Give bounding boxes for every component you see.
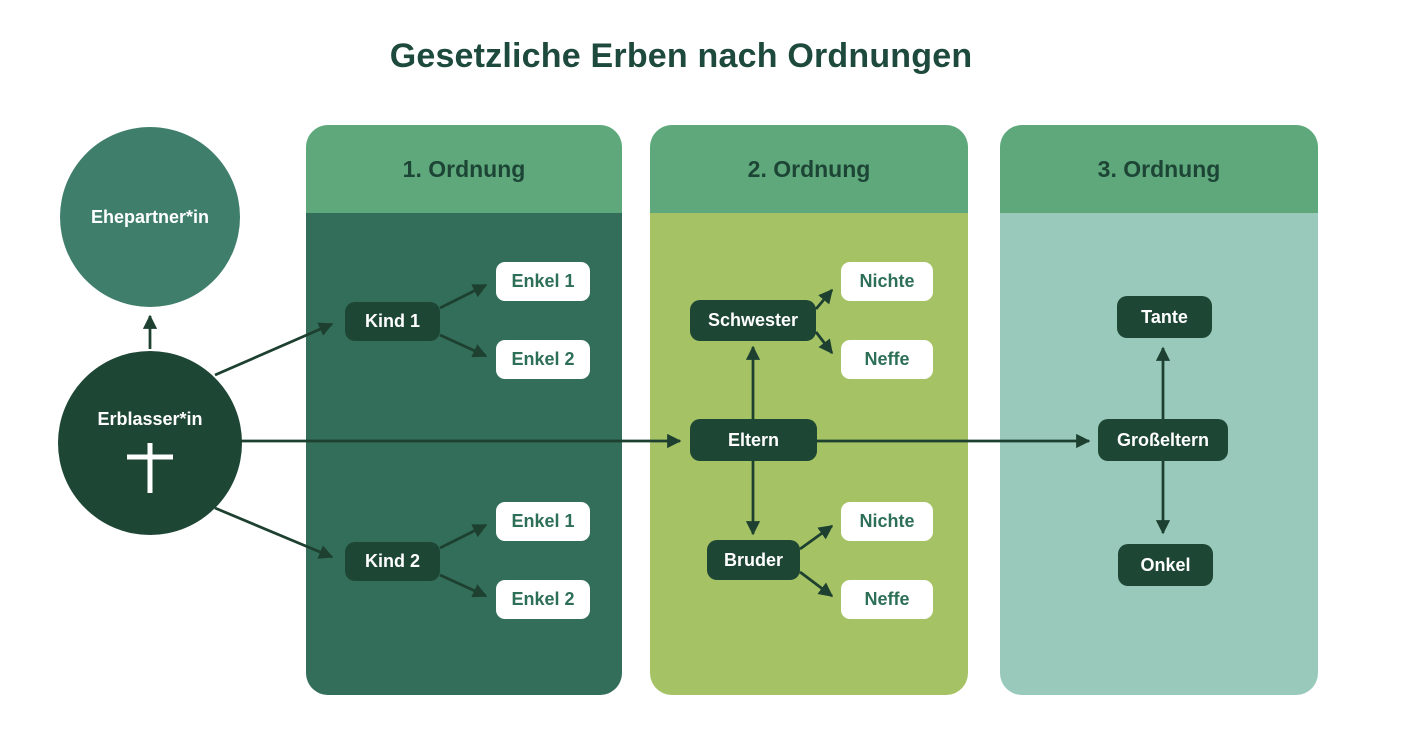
order2-header-label: 2. Ordnung (747, 155, 871, 182)
arrow-bruder-to-neffe (799, 570, 834, 598)
deceased-circle: Erblasser*in (58, 351, 242, 535)
deceased-label: Erblasser*in (97, 409, 203, 429)
node-kind1-enkel-1: Enkel 1 (496, 262, 590, 301)
arrow-erblasser-to-kind1 (214, 322, 334, 377)
order3-header: 3. Ordnung (1000, 125, 1318, 213)
node-kind-1: Kind 1 (345, 302, 440, 341)
arrow-kind2-to-enkel1 (439, 523, 488, 550)
node-schwester-nichte: Nichte (841, 262, 933, 301)
node-schwester-neffe: Neffe (841, 340, 933, 379)
node-bruder: Bruder (707, 540, 800, 580)
node-eltern: Eltern (690, 419, 817, 461)
node-kind-2: Kind 2 (345, 542, 440, 581)
node-bruder-nichte: Nichte (841, 502, 933, 541)
node-kind1-enkel-2: Enkel 2 (496, 340, 590, 379)
spouse-label: Ehepartner*in (90, 206, 210, 227)
arrow-bruder-to-nichte (799, 524, 834, 551)
node-grosseltern: Großeltern (1098, 419, 1228, 461)
node-bruder-neffe: Neffe (841, 580, 933, 619)
arrow-kind1-to-enkel2 (439, 333, 488, 358)
page-title: Gesetzliche Erben nach Ordnungen (389, 36, 973, 75)
node-kind2-enkel-1: Enkel 1 (496, 502, 590, 541)
order2-header: 2. Ordnung (650, 125, 968, 213)
arrow-kind1-to-enkel1 (439, 283, 488, 310)
cross-icon (127, 443, 173, 493)
arrow-schwester-to-neffe (814, 331, 834, 355)
node-kind2-enkel-2: Enkel 2 (496, 580, 590, 619)
order1-header: 1. Ordnung (306, 125, 622, 213)
arrow-erblasser-to-kind2 (214, 506, 334, 559)
order1-header-label: 1. Ordnung (402, 155, 526, 182)
arrow-kind2-to-enkel2 (439, 573, 488, 598)
node-schwester: Schwester (690, 300, 816, 341)
order3-header-label: 3. Ordnung (1097, 155, 1221, 182)
spouse-circle: Ehepartner*in (60, 127, 240, 307)
node-tante: Tante (1117, 296, 1212, 338)
arrow-schwester-to-nichte (814, 288, 834, 310)
node-onkel: Onkel (1118, 544, 1213, 586)
